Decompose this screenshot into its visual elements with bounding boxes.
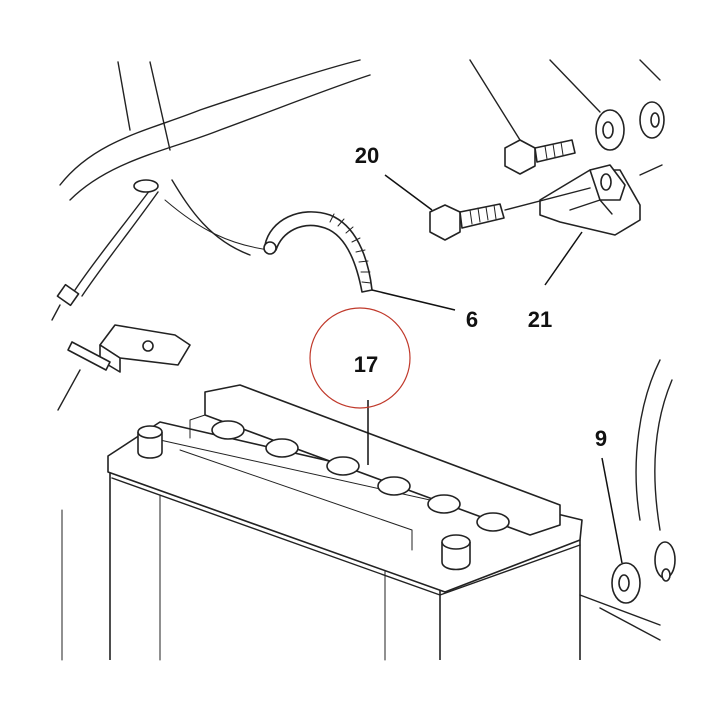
body-panel: [59, 59, 673, 641]
label-washer: 9: [595, 426, 607, 451]
label-battery: 17: [354, 352, 378, 377]
clip-bracket-left: [57, 324, 191, 411]
battery-terminals: [137, 425, 471, 571]
battery-part: [61, 384, 583, 661]
washer-lower: [601, 457, 676, 604]
label-strap: 6: [466, 307, 478, 332]
cell-caps: [211, 420, 510, 532]
bolt-lower: [384, 174, 505, 241]
label-bracket: 21: [528, 307, 552, 332]
strap-part: [263, 211, 456, 311]
washer-upper: [549, 59, 665, 151]
label-bolt: 20: [355, 143, 379, 168]
bolt-upper: [469, 59, 576, 175]
bracket-part: [504, 164, 663, 286]
cable: [51, 179, 159, 321]
highlight-circle: [309, 307, 411, 409]
